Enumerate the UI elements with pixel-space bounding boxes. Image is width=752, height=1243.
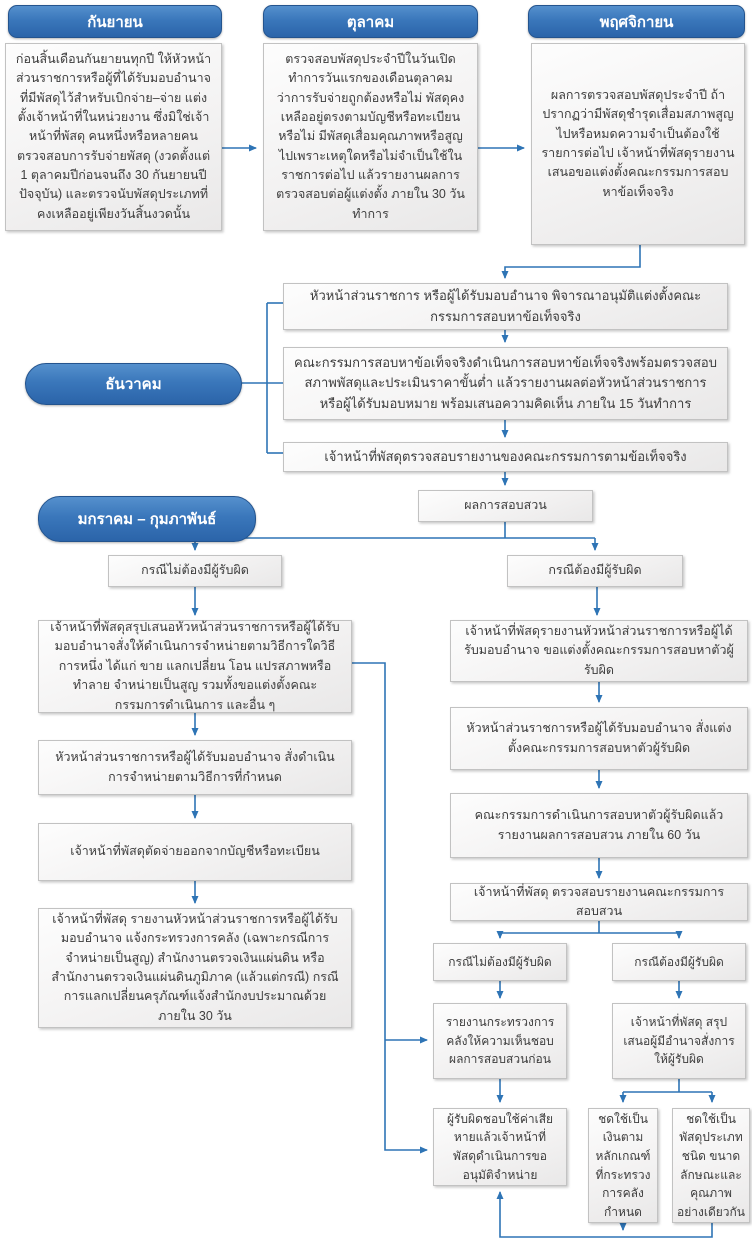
connector-nov-approve — [501, 245, 641, 279]
sub-branch-no-liability: กรณีไม่ต้องมีผู้รับผิด — [433, 943, 567, 981]
step-october-annual-check: ตรวจสอบพัสดุประจำปีในวันเปิดทำการวันแรกข… — [263, 43, 478, 231]
step-investigation-result: ผลการสอบสวน — [418, 490, 593, 522]
step-september-inspect-appointment: ก่อนสิ้นเดือนกันยายนทุกปี ให้หัวหน้าส่วน… — [5, 43, 222, 231]
step-left-remove-from-ledger: เจ้าหน้าที่พัสดุตัดจ่ายออกจากบัญชีหรือทะ… — [38, 823, 352, 881]
step-compensate-money: ชดใช้เป็นเงินตามหลักเกณฑ์ที่กระทรวงการคล… — [588, 1108, 658, 1223]
branch-liability: กรณีต้องมีผู้รับผิด — [507, 555, 683, 587]
branch-no-liability: กรณีไม่ต้องมีผู้รับผิด — [108, 555, 282, 587]
step-right-appoint-liability-committee: หัวหน้าส่วนราชการหรือผู้ได้รับมอบอำนาจ ส… — [450, 707, 748, 770]
step-right-committee-report-60days: คณะกรรมการดำเนินการสอบหาตัวผู้รับผิดแล้ว… — [450, 793, 748, 858]
step-left-propose-disposal: เจ้าหน้าที่พัสดุสรุปเสนอหัวหน้าส่วนราชกา… — [38, 620, 352, 713]
step-november-report-result: ผลการตรวจสอบพัสดุประจำปี ถ้าปรากฏว่ามีพั… — [531, 43, 745, 245]
step-compensate-then-dispose: ผู้รับผิดชอบใช้ค่าเสียหายแล้วเจ้าหน้าที่… — [433, 1108, 567, 1186]
step-officer-verify-report: เจ้าหน้าที่พัสดุตรวจสอบรายงานของคณะกรรมก… — [283, 442, 728, 472]
month-header-november: พฤศจิกายน — [528, 5, 745, 38]
step-summary-order-liable-person: เจ้าหน้าที่พัสดุ สรุปเสนอผู้มีอำนาจสั่งก… — [612, 1003, 746, 1079]
sub-branch-liability: กรณีต้องมีผู้รับผิด — [612, 943, 746, 981]
connector-t2-split — [623, 1079, 712, 1093]
step-right-officer-verify: เจ้าหน้าที่พัสดุ ตรวจสอบรายงานคณะกรรมการ… — [450, 883, 748, 921]
month-pill-jan-feb: มกราคม – กุมภาพันธ์ — [38, 496, 256, 542]
step-right-request-liability-committee: เจ้าหน้าที่พัสดุรายงานหัวหน้าส่วนราชการห… — [450, 620, 748, 682]
step-fact-finding-committee: คณะกรรมการสอบหาข้อเท็จจริงดำเนินการสอบหา… — [283, 347, 728, 420]
month-header-october: ตุลาคม — [263, 5, 478, 38]
month-pill-december: ธันวาคม — [25, 363, 242, 405]
month-header-september: กันยายน — [8, 5, 222, 38]
step-compensate-goods: ชดใช้เป็นพัสดุประเภท ชนิด ขนาด ลักษณะและ… — [672, 1108, 750, 1223]
step-left-order-disposal: หัวหน้าส่วนราชการหรือผู้ได้รับมอบอำนาจ ส… — [38, 740, 352, 795]
step-left-report-agencies: เจ้าหน้าที่พัสดุ รายงานหัวหน้าส่วนราชการ… — [38, 908, 352, 1028]
step-head-approve-committee: หัวหน้าส่วนราชการ หรือผู้ได้รับมอบอำนาจ … — [283, 283, 728, 330]
connector-r4-split — [500, 921, 679, 934]
step-report-ministry-of-finance: รายงานกระทรวงการคลังให้ความเห็นชอบผลการส… — [433, 1003, 567, 1079]
connector-left-trunk — [352, 662, 428, 1154]
